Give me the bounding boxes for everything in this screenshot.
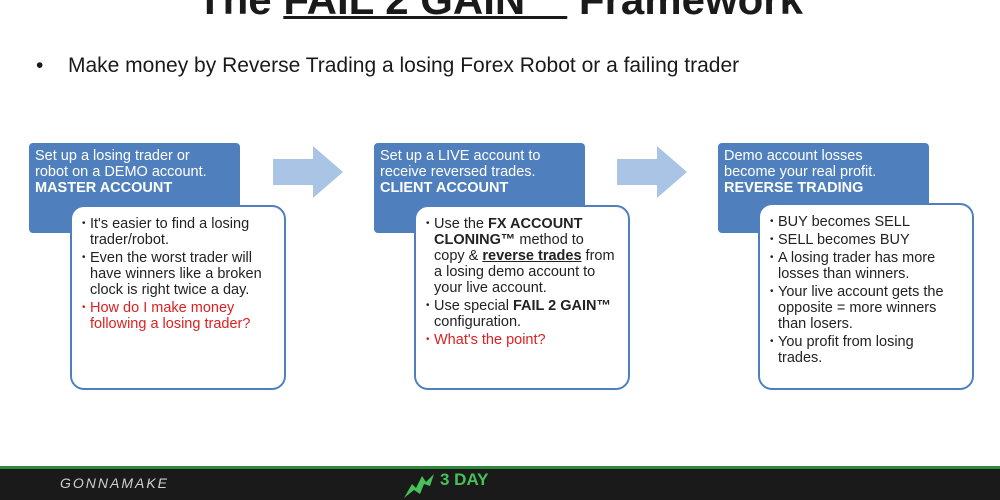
step-reverse-line-2: become your real profit.	[724, 164, 877, 180]
step-reverse-heading: REVERSE TRADING	[724, 180, 864, 196]
detail-master-account: It's easier to find a losing trader/robo…	[70, 205, 286, 390]
intro-bullet: • Make money by Reverse Trading a losing …	[36, 54, 739, 78]
list-item: It's easier to find a losing trader/robo…	[82, 216, 274, 248]
title-underlined: FAIL 2 GAIN™	[283, 0, 567, 23]
list-item: A losing trader has more losses than win…	[770, 250, 962, 282]
list-item: Use the FX ACCOUNT CLONING™ method to co…	[426, 216, 618, 296]
intro-bullet-text: Make money by Reverse Trading a losing F…	[68, 54, 740, 77]
list-item: SELL becomes BUY	[770, 232, 962, 248]
list-item: What's the point?	[426, 332, 618, 348]
list-item: How do I make money following a losing t…	[82, 300, 274, 332]
step-master-heading: MASTER ACCOUNT	[35, 180, 173, 196]
list-item: Even the worst trader will have winners …	[82, 250, 274, 298]
detail-client-account: Use the FX ACCOUNT CLONING™ method to co…	[414, 205, 630, 390]
step-master-line-2: robot on a DEMO account.	[35, 164, 207, 180]
footer-logo-left: GONNAMAKE	[60, 475, 170, 491]
bull-logo-icon	[404, 474, 434, 498]
slide-title: The FAIL 2 GAIN™ Framework	[0, 0, 1000, 24]
footer-logo-text: 3 DAY	[440, 470, 489, 489]
list-item: You profit from losing trades.	[770, 334, 962, 366]
footer-logo-center: 3 DAY	[402, 470, 489, 500]
list-item: Use special FAIL 2 GAIN™ configuration.	[426, 298, 618, 330]
detail-reverse-trading: BUY becomes SELL SELL becomes BUY A losi…	[758, 203, 974, 390]
right-arrow-icon	[617, 146, 687, 198]
list-item: BUY becomes SELL	[770, 214, 962, 230]
title-prefix: The	[197, 0, 283, 23]
step-client-line-1: Set up a LIVE account to	[380, 148, 541, 164]
title-suffix: Framework	[567, 0, 803, 23]
step-reverse-line-1: Demo account losses	[724, 148, 863, 164]
list-item: Your live account gets the opposite = mo…	[770, 284, 962, 332]
step-master-line-1: Set up a losing trader or	[35, 148, 190, 164]
footer-bar: GONNAMAKE 3 DAY	[0, 466, 1000, 500]
step-client-line-2: receive reversed trades.	[380, 164, 536, 180]
step-client-heading: CLIENT ACCOUNT	[380, 180, 509, 196]
bullet-marker: •	[36, 54, 44, 77]
right-arrow-icon	[273, 146, 343, 198]
